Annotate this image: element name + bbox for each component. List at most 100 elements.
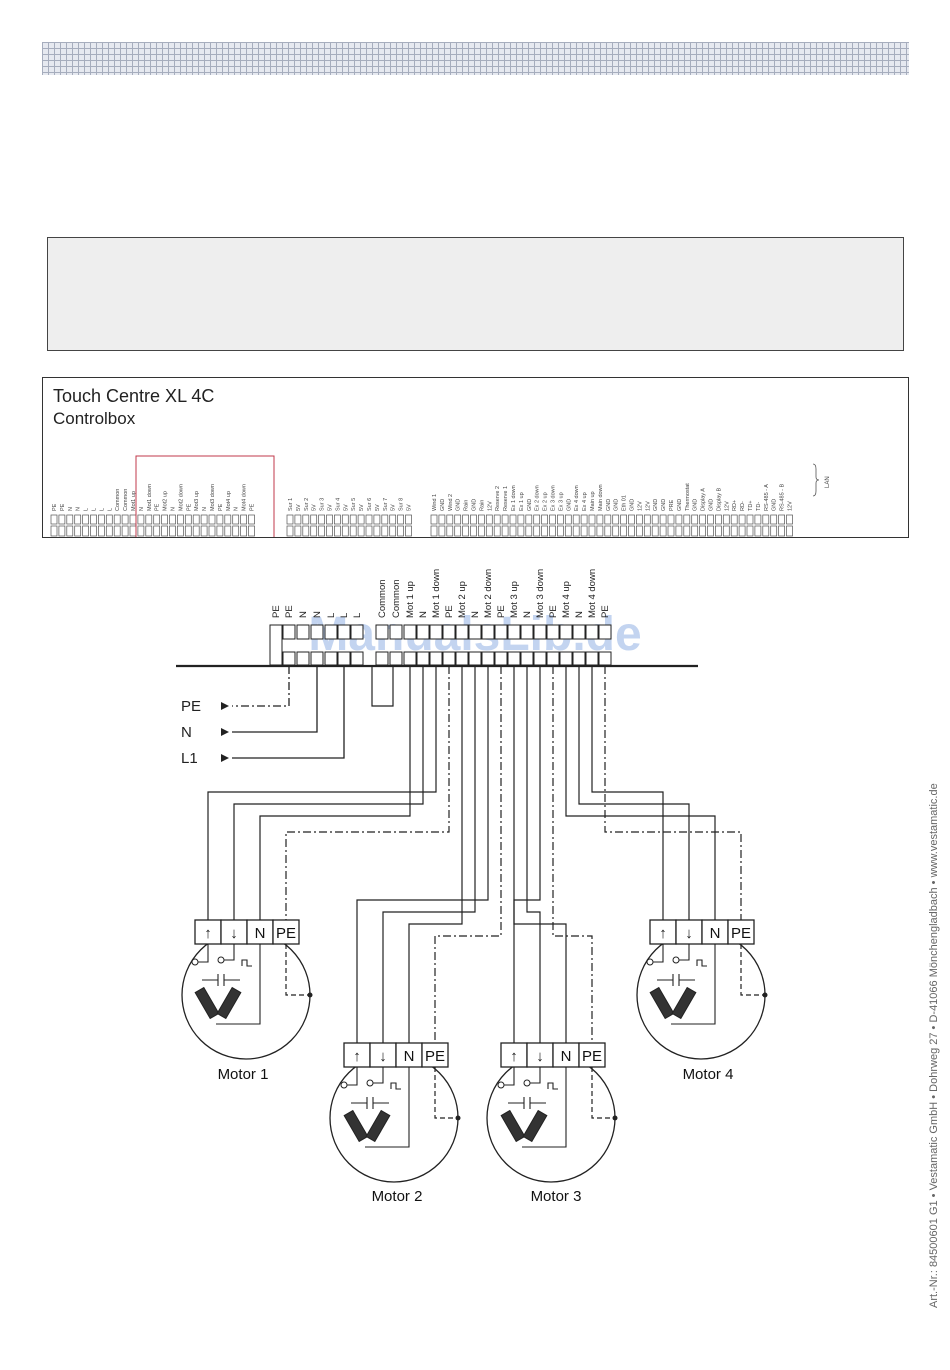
controlbox-terminal-lower [612,525,620,537]
controlbox-terminal-lower [786,525,793,537]
controlbox-terminal [365,514,373,525]
controlbox-terminal [485,514,493,525]
controlbox-terminal [588,514,596,525]
controlbox-terminal-label: GND [630,499,636,511]
motor-2-capacitor [351,1097,389,1109]
motor-2-terminal-label: N [404,1048,415,1065]
controlbox-terminal-lower [177,525,184,537]
motor-3-terminal [552,1042,580,1068]
controlbox-terminal-label: Ex 2 up [543,492,549,511]
terminal-top [282,624,296,640]
controlbox-terminal [430,514,438,525]
motor-1-pe-bond [285,944,308,996]
controlbox-terminal [778,514,785,525]
controlbox-terminal-lower [153,525,161,537]
controlbox-terminal-label: PE [52,503,58,511]
terminal-label: Mot 1 down [431,569,442,618]
controlbox-terminal-label: Display A [701,488,707,511]
controlbox-terminal-lower [184,525,192,537]
terminal-bottom [520,651,534,666]
controlbox-terminal-lower [430,525,438,537]
terminal-label: Mot 3 up [509,581,520,618]
controlbox-terminal [604,514,612,525]
controlbox-terminal [121,514,129,525]
controlbox-terminal-lower [517,525,525,537]
motor-1-wire-pe [285,666,450,920]
controlbox-terminal-lower [137,525,145,537]
motor-4-contact-2 [672,956,680,964]
motor-4-terminal-label: N [710,925,721,942]
controlbox-terminal [478,514,485,525]
motor-1-terminal [246,919,274,945]
motor-4-label: Motor 4 [683,1066,734,1083]
controlbox-terminal-label: 12V [645,501,651,511]
terminal-bottom [324,651,338,666]
controlbox-terminal [620,514,627,525]
controlbox-terminal [572,514,580,525]
controlbox-terminal-label: Ex 4 down [574,485,580,511]
controlbox-terminal-lower [454,525,462,537]
terminal-bottom [442,651,456,666]
controlbox-terminal-label: TD- [756,502,762,511]
controlbox-terminal [184,514,192,525]
controlbox-terminal [770,514,778,525]
motor-4-wire-up [591,666,664,920]
controlbox-terminal [659,514,667,525]
motor-2-winding-a [343,1109,369,1143]
controlbox-terminal-lower [533,525,541,537]
controlbox-terminal-label: Mot3 down [210,484,216,511]
controlbox-terminal-lower [310,525,318,537]
controlbox-terminal-lower [58,525,66,537]
controlbox-terminal [628,514,635,525]
controlbox-terminal [525,514,533,525]
controlbox-terminal-lower [549,525,556,537]
controlbox-terminal-label: PE [155,503,161,511]
motor-1-wire-up [207,666,437,920]
controlbox-terminal-lower [691,525,699,537]
mains-label-pe: PE [181,698,201,715]
controlbox-terminal [509,514,517,525]
controlbox-terminal [161,514,168,525]
controlbox-terminal [746,514,754,525]
controlbox-terminal-lower [208,525,216,537]
controlbox-terminal-lower [588,525,596,537]
motor-3-terminal-label: PE [582,1048,602,1065]
controlbox-terminal-lower [604,525,612,537]
controlbox-terminal-label: RD- [740,501,746,511]
terminal-label: N [312,611,323,618]
motor-1-neutral-link [216,1014,261,1025]
controlbox-terminal-label: GND [606,499,612,511]
controlbox-terminal-lower [770,525,778,537]
controlbox-terminal-label: Rain [479,500,485,511]
terminal-bottom [389,651,403,666]
controlbox-terminal-lower [341,525,349,537]
controlbox-terminal-label: 5V [375,504,381,511]
terminal-bottom [429,651,443,666]
controlbox-terminal-lower [462,525,469,537]
terminal-label: N [418,611,429,618]
controlbox-terminal-lower [232,525,240,537]
motor-2-wire-up [356,666,489,1043]
controlbox-terminal-lower [478,525,485,537]
controlbox-terminal [754,514,762,525]
controlbox-terminal-label: Wind 1 [432,494,438,511]
motor-3-neutral-link [522,1137,567,1148]
controlbox-terminal-lower [389,525,397,537]
controlbox-terminal-lower [240,525,247,537]
motor-3-pe-bond [591,1067,613,1119]
controlbox-terminal-label: Mot4 down [242,484,248,511]
controlbox-terminal [294,514,302,525]
terminal-label: Mot 4 up [561,581,572,618]
terminal-bottom [481,651,495,666]
motor-4-wire-down [578,666,690,920]
controlbox-terminal [667,514,675,525]
controlbox-terminal-label: 5V [359,504,365,511]
controlbox-terminal [129,514,137,525]
controlbox-terminal [50,514,58,525]
controlbox-terminal [145,514,153,525]
controlbox-terminal [302,514,310,525]
controlbox-terminal-lower [715,525,722,537]
controlbox-terminal [715,514,722,525]
motor-4-pe-bond [740,944,763,996]
controlbox-terminal [683,514,691,525]
